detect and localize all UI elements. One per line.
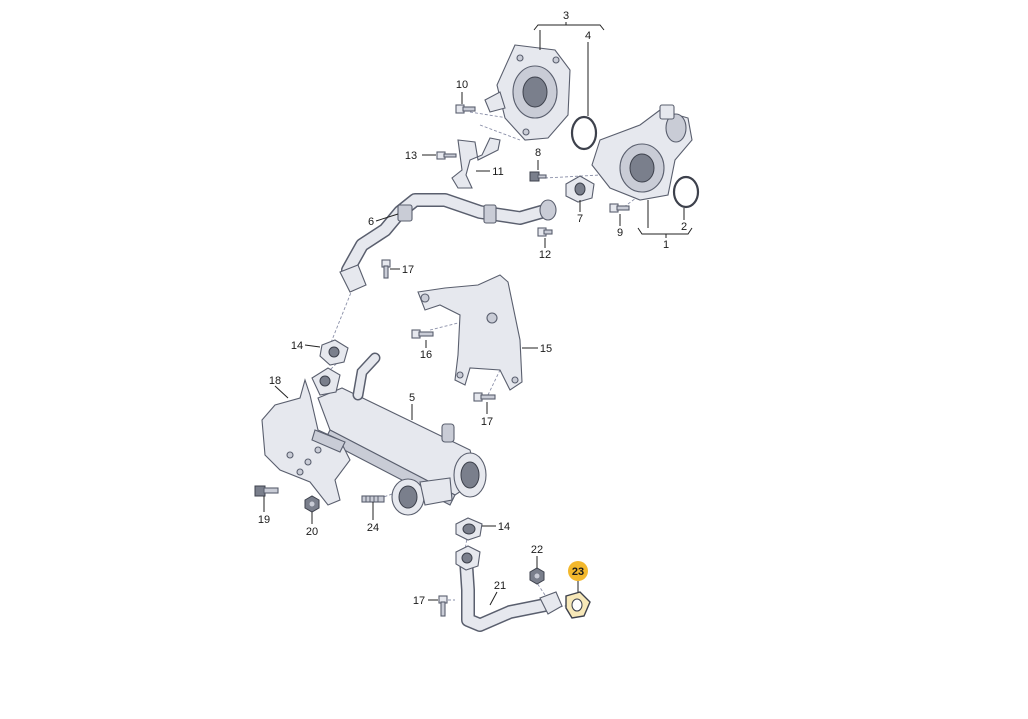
callout-10: 10	[456, 79, 468, 91]
bolt-13	[436, 151, 457, 160]
gasket-14-lower	[455, 517, 483, 541]
callout-14-lower: 14	[498, 521, 510, 533]
bolt-8	[529, 171, 547, 182]
callout-17-lower: 17	[413, 595, 425, 607]
callout-12: 12	[539, 249, 551, 261]
bolt-10	[455, 104, 476, 114]
gasket-7	[565, 175, 595, 203]
stud-24	[361, 495, 385, 503]
callout-18: 18	[269, 375, 281, 387]
bolt-19	[254, 485, 279, 497]
egr-pipe-21	[455, 545, 563, 632]
callout-16: 16	[420, 349, 432, 361]
callout-5: 5	[409, 392, 415, 404]
bracket-15	[417, 274, 523, 391]
callout-9: 9	[617, 227, 623, 239]
callout-13: 13	[405, 150, 417, 162]
egr-cooler-5	[311, 352, 487, 516]
callout-24: 24	[367, 522, 379, 534]
callout-19: 19	[258, 514, 270, 526]
callout-11: 11	[492, 166, 503, 178]
callout-15: 15	[540, 343, 552, 355]
callout-3: 3	[563, 10, 569, 22]
o-ring-lower	[672, 175, 700, 209]
bolt-17-upper	[381, 259, 391, 279]
gasket-14-upper	[319, 339, 349, 366]
callout-6: 6	[368, 216, 374, 228]
callout-1: 1	[663, 239, 669, 251]
callout-17-middle: 17	[481, 416, 493, 428]
egr-valve	[591, 104, 693, 201]
callout-labels: 3 4 10 13 11 8 7 9 2 1 6 12 17 14 15 16 …	[258, 10, 687, 607]
bolt-16	[411, 329, 434, 339]
bolt-12	[537, 227, 553, 237]
callout-22: 22	[531, 544, 543, 556]
bracket-18	[261, 378, 351, 506]
callout-23: 23	[572, 566, 584, 578]
gasket-23	[565, 591, 591, 619]
callout-2: 2	[681, 221, 687, 233]
bolt-9	[609, 203, 630, 213]
highlight-badge	[568, 561, 588, 581]
leader-lines	[263, 22, 693, 606]
callout-4: 4	[585, 30, 591, 42]
bolt-17-middle	[473, 392, 496, 402]
throttle-housing-upper	[484, 44, 571, 141]
callout-20: 20	[306, 526, 318, 538]
callout-21: 21	[494, 580, 506, 592]
bracket-11	[451, 137, 501, 189]
callout-8: 8	[535, 147, 541, 159]
callout-7: 7	[577, 213, 583, 225]
o-ring-upper	[570, 115, 598, 151]
callout-14-upper: 14	[291, 340, 303, 352]
nut-20	[304, 495, 320, 513]
callout-23-highlight[interactable]: 23	[568, 561, 588, 581]
nut-22	[529, 567, 545, 585]
bolt-17-lower	[438, 595, 448, 617]
egr-pipe-6	[339, 193, 557, 293]
callout-17-upper: 17	[402, 264, 414, 276]
